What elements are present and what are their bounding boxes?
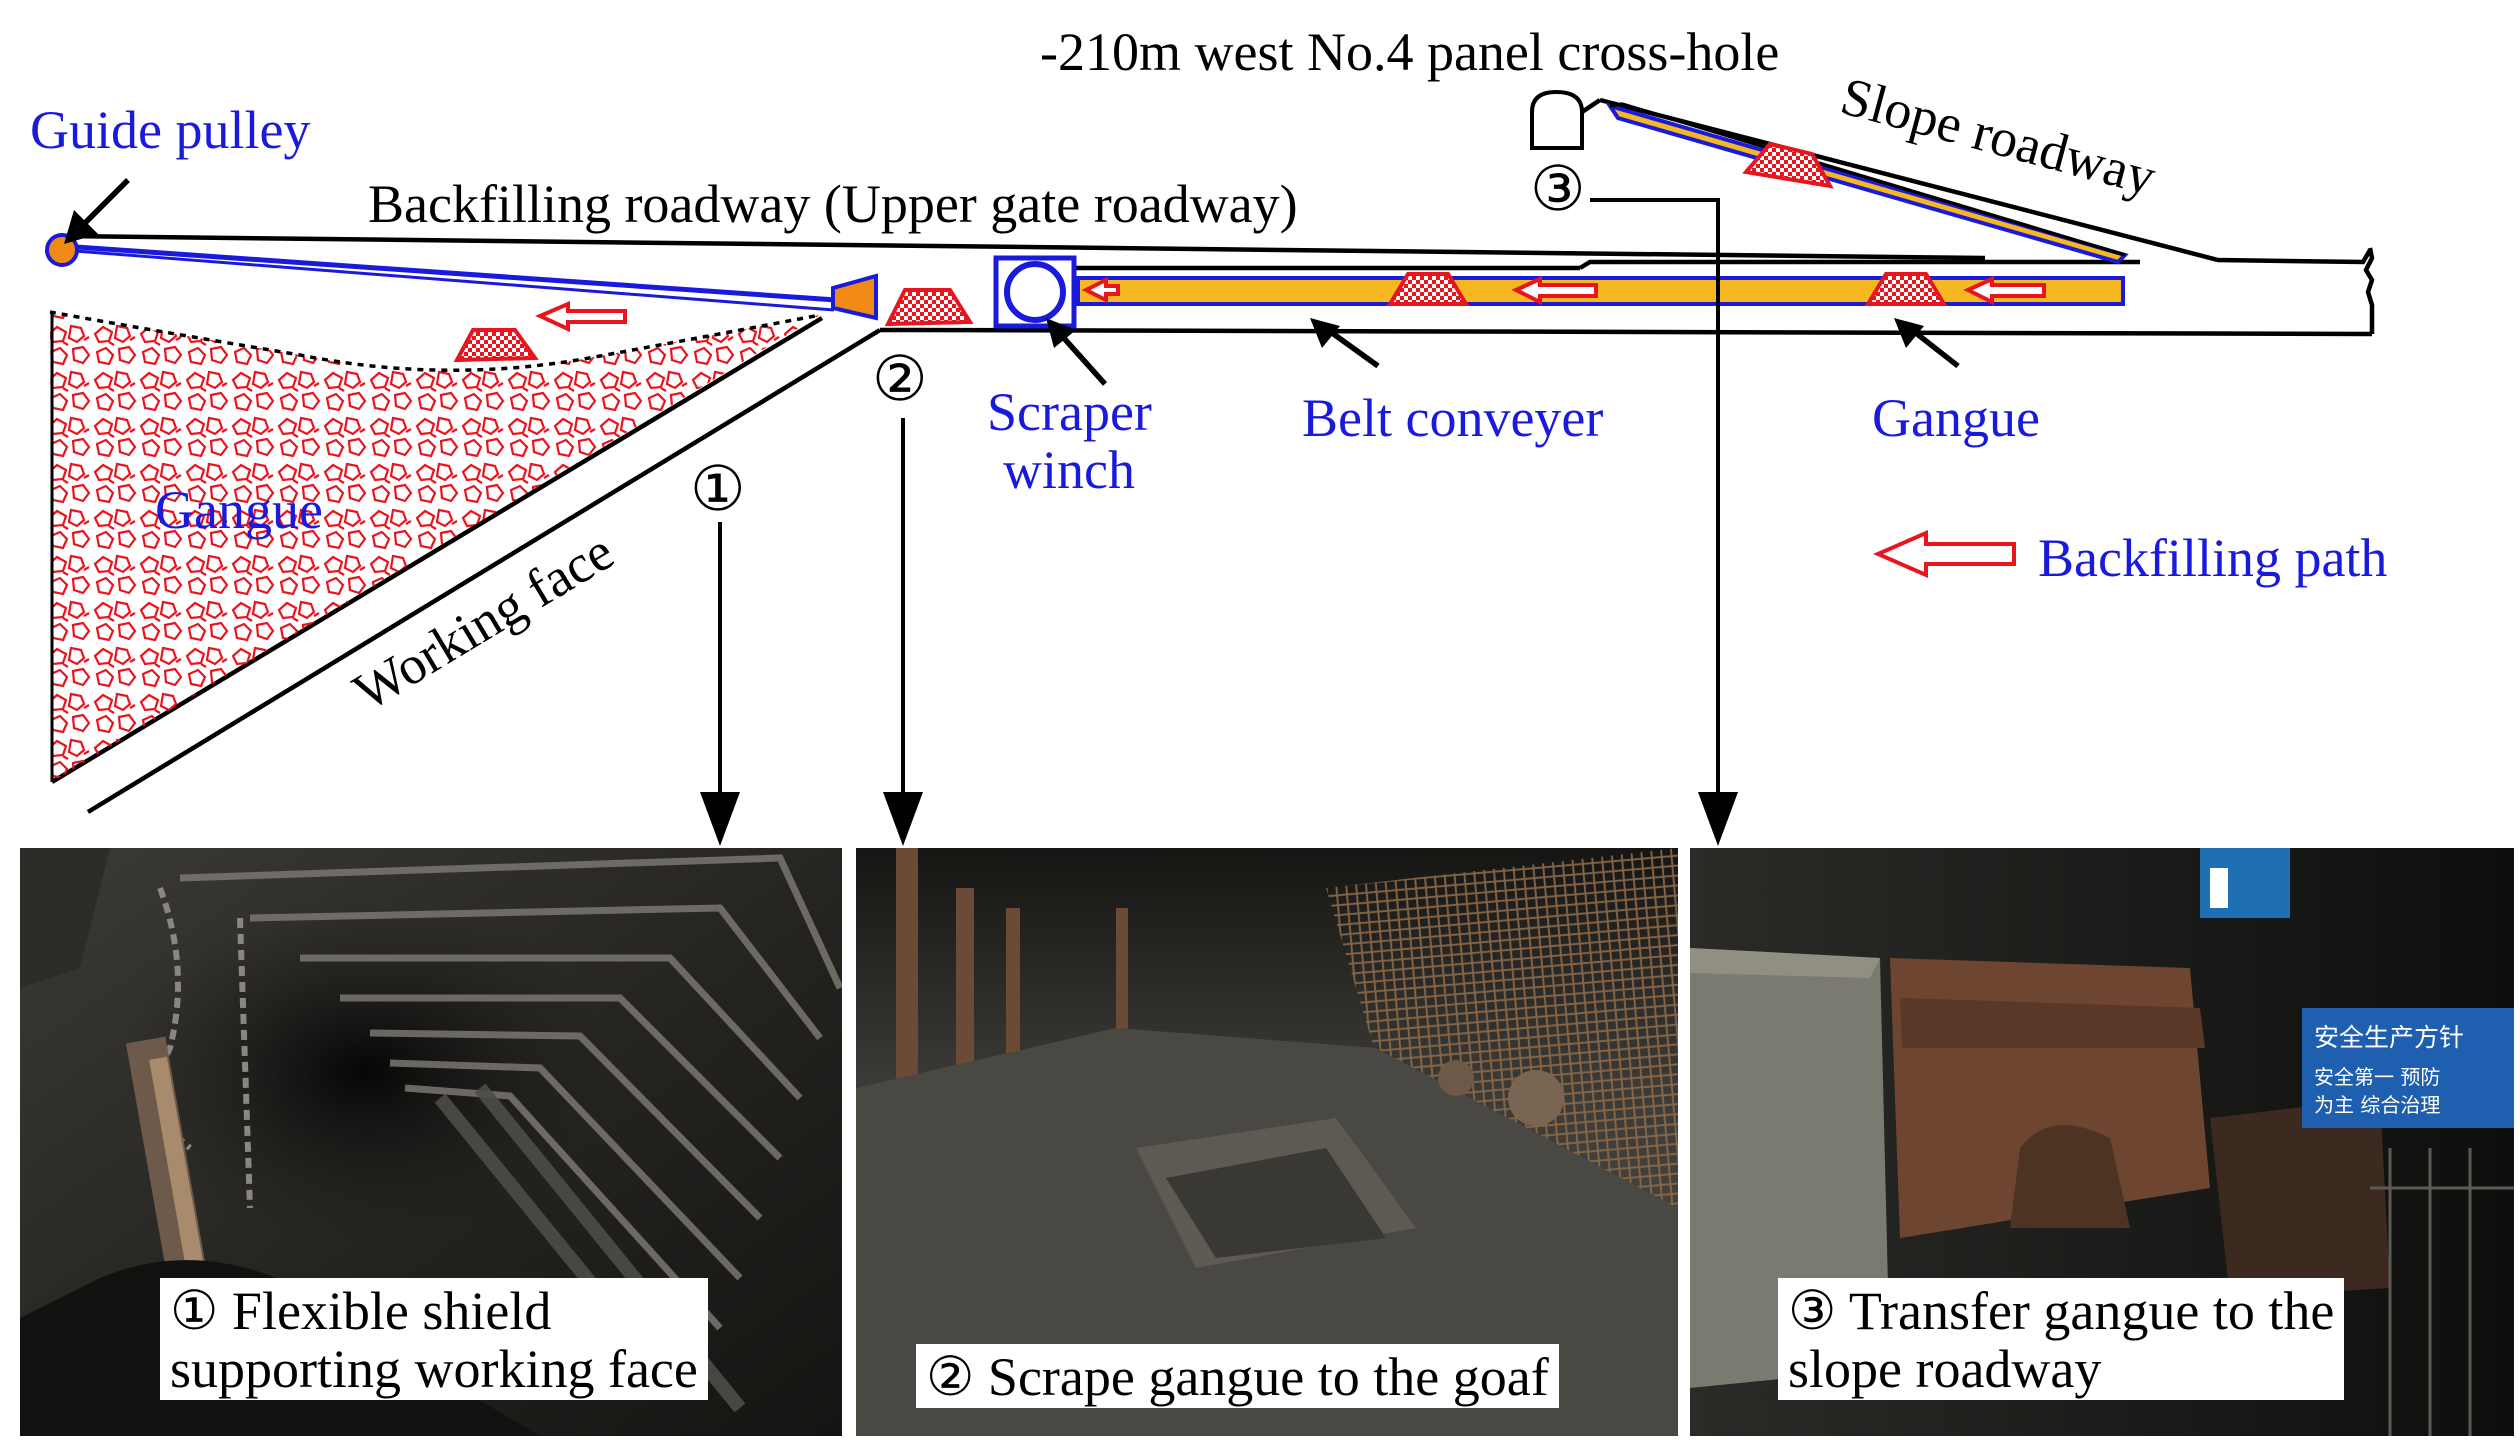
backfilling-roadway-label: Backfilling roadway (Upper gate roadway) (368, 174, 1298, 234)
photo-2-caption-line1: ② Scrape gangue to the goaf (926, 1347, 1549, 1407)
haul-rope-upper (61, 243, 837, 303)
arrowhead-scraper-winch (1046, 318, 1076, 348)
working-face-line-lower (86, 328, 882, 814)
photo-transfer-gangue: 安全生产方针 安全第一 预防 为主 综合治理 ③ Transfer gangue… (1690, 848, 2514, 1436)
belt-conveyer-label: Belt conveyer (1302, 388, 1603, 448)
cross-hole-title: -210m west No.4 panel cross-hole (1040, 22, 1779, 82)
photo-scrape-gangue: ② Scrape gangue to the goaf (856, 848, 1678, 1436)
connector-1-arrowhead (700, 792, 740, 846)
main-roadway-bottom-wall (909, 327, 2373, 337)
haul-rope-lower (61, 248, 835, 312)
safety-sign-title: 安全生产方针 (2314, 1023, 2464, 1052)
arrowhead-gangue (1894, 318, 1924, 348)
guide-pulley-icon (45, 233, 79, 267)
connector-3-arrowhead (1698, 792, 1738, 846)
connector-2-arrowhead (883, 792, 923, 846)
photo-flexible-shield: ① Flexible shield supporting working fac… (20, 848, 842, 1436)
gangue-pile-goaf (453, 328, 539, 363)
gangue-pile-junction (884, 288, 974, 327)
scraper-label-line1: Scraper (987, 382, 1152, 442)
photo-1-caption: ① Flexible shield supporting working fac… (160, 1278, 708, 1400)
belt-conveyer (1076, 276, 2125, 306)
pointer-arrowheads (64, 210, 1924, 348)
connector-3 (1590, 198, 1720, 812)
goaf-boundary-dashed (49, 310, 821, 372)
safety-sign-line2: 为主 综合治理 (2314, 1093, 2440, 1117)
path-arrow-goaf (535, 300, 627, 333)
photo-3-caption-line1: ③ Transfer gangue to the (1788, 1281, 2335, 1341)
goaf-gangue-fill (50, 312, 820, 782)
pointer-gangue (1910, 327, 1960, 369)
marker-1: ① (690, 456, 746, 524)
photo-connectors (718, 198, 1720, 812)
backfilling-path-arrows (535, 275, 2046, 579)
slope-roadway-upper-wall (1599, 97, 2372, 265)
arrowhead-guide-pulley (64, 210, 98, 244)
photo-3-caption-line2: slope roadway (1788, 1339, 2102, 1399)
gangue-pile-slope (1742, 141, 1834, 189)
photo-1-caption-line1: ① Flexible shield (170, 1281, 552, 1341)
connector-arrowheads (700, 792, 1738, 846)
slope-roadway-conveyor (1605, 102, 2129, 265)
gangue-label-right: Gangue (1872, 388, 2040, 448)
backfilling-path-label: Backfilling path (2038, 528, 2387, 588)
path-arrow-winch (1081, 276, 1120, 304)
safety-sign (2302, 1008, 2514, 1128)
safety-sign-line1: 安全第一 预防 (2314, 1065, 2440, 1089)
scraper-winch-drum (1004, 261, 1066, 323)
scraper-label-line2: winch (1003, 440, 1135, 500)
scraper-bucket (831, 273, 878, 321)
pointer-arrows (80, 178, 1960, 386)
legend-arrow-icon (1873, 529, 2016, 579)
cross-hole-connection (1580, 98, 1602, 114)
roadway-end-break (2363, 247, 2375, 334)
slope-roadway-conveyor-edge (1609, 102, 2126, 257)
photo-scrape-gangue-image (856, 848, 1678, 1436)
gangue-label-goaf: Gangue (155, 480, 323, 540)
guide-pulley-label: Guide pulley (30, 100, 310, 160)
cross-hole-arch (1530, 89, 1584, 150)
gangue-pile-belt-right (1864, 272, 1948, 306)
path-arrow-belt-right (1963, 275, 2046, 306)
photo-1-caption-line2: supporting working face (170, 1339, 698, 1399)
gangue-pile-belt-mid (1386, 272, 1470, 306)
photo-2-caption: ② Scrape gangue to the goaf (916, 1344, 1559, 1408)
main-roadway-top-wall-right (1578, 259, 2140, 270)
working-face-line-upper (50, 316, 824, 784)
path-arrow-belt-mid (1511, 275, 1598, 306)
roadway-outlines (50, 89, 2375, 814)
arrowhead-belt-conveyer (1310, 318, 1340, 348)
pointer-scraper-winch (1059, 334, 1108, 386)
photo-3-caption: ③ Transfer gangue to the slope roadway (1778, 1278, 2345, 1400)
marker-2: ② (872, 346, 928, 414)
pointer-guide-pulley (80, 178, 130, 228)
backfilling-roadway-upper-wall (59, 233, 1986, 261)
gangue-piles (453, 141, 1948, 363)
marker-3: ③ (1530, 156, 1586, 224)
pointer-belt-conveyer (1326, 327, 1380, 369)
